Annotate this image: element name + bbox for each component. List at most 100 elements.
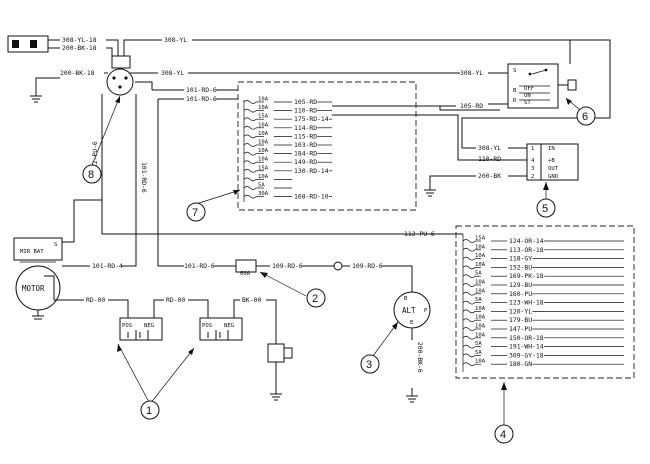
panel7-wire-label: 105-RD (294, 98, 317, 106)
fuse-panel-7 (237, 81, 417, 211)
panel4-fuse-rating: 10A (475, 324, 486, 330)
wire-label-200-bk-18: 200-BK-18 (62, 44, 97, 52)
callout-4: 4 (500, 429, 506, 441)
wire-label-101-rd-4: 101-RD-4 (92, 262, 123, 270)
panel7-fuse-rating: 10A (258, 140, 269, 146)
panel4-fuse-rating: 10A (475, 332, 486, 338)
panel4-wire-label: 118-GY (509, 255, 532, 263)
wire-label-relay-308-yl: 308-YL (478, 144, 501, 152)
panel7-fuse-rating: 5A (258, 183, 265, 189)
panel7-wire-label: 115-RD (294, 132, 317, 140)
callout-leaders (91, 95, 581, 426)
panel7-fuse-rating: 15A (258, 114, 269, 120)
wire-label-101-rd-6-c: 101-RD-6 (184, 262, 215, 270)
panel7-fuse-row: 10A 105-RD (243, 97, 332, 106)
panel4-fuse-rating: 5A (475, 350, 482, 356)
key-switch-6: S B R OFF ON ST (507, 63, 577, 109)
panel4-wire-label: 129-BU (509, 281, 532, 289)
panel7-fuse-rating: 10A (258, 157, 269, 163)
panel7-wire-label: 175-RD-14 (294, 115, 329, 123)
callout-1: 1 (146, 405, 152, 417)
panel4-fuse-row: 5A 309-GY-18 (462, 350, 624, 359)
panel7-fuse-row: 5A (243, 183, 292, 190)
panel4-wire-label: 309-GY-18 (509, 351, 544, 359)
panel7-fuse-row: 10A 115-RD (243, 131, 332, 140)
wire-label-200-bk-6: 200-BK-6 (416, 342, 424, 373)
panel7-fuse-rating: 15A (258, 165, 269, 171)
callout-5: 5 (542, 203, 548, 215)
panel4-fuse-rating: 5A (475, 271, 482, 277)
callout-circles (82, 106, 596, 444)
panel7-fuse-row: 10A 103-RD (243, 140, 332, 149)
motor-terminal-s: S (54, 242, 57, 248)
battery-1a-neg: NEG (144, 323, 155, 329)
battery-disconnect (267, 343, 293, 363)
panel4-fuse-rating: 15A (475, 236, 486, 242)
panel7-wire-label: 184-RD (294, 150, 317, 158)
battery-1a-pos: POS (122, 323, 132, 329)
relay-terminal-label: +B (548, 158, 555, 164)
panel4-fuse-row: 10A 129-BU (462, 280, 624, 289)
fuse-panel-4 (455, 225, 635, 379)
starter-motor (13, 237, 63, 320)
panel4-fuse-rating: 10A (475, 244, 486, 250)
wire-label-112-pu-6-vertical: 112-PU-6 (91, 141, 99, 172)
wire-label-101-rd-6-a: 101-RD-6 (186, 86, 217, 94)
relay-terminal-label: GND (548, 174, 559, 180)
relay-pin-number: 2 (531, 174, 534, 180)
panel4-fuse-row: 10A 120-YL (462, 306, 624, 315)
key-pos-st: ST (524, 100, 531, 106)
panel7-fuse-rating: 10A (258, 122, 269, 128)
battery-1b-pos: POS (202, 323, 212, 329)
panel4-fuse-rating: 5A (475, 341, 482, 347)
panel4-fuse-rating: 10A (475, 315, 486, 321)
panel7-fuse-row: 15A 130-RD-14 (243, 165, 332, 175)
panel4-wire-label: 180-GN (509, 360, 532, 368)
main-fuse-rating: 60A (240, 271, 251, 277)
panel4-fuse-rating: 10A (475, 306, 486, 312)
callout-3: 3 (366, 359, 372, 371)
battery-1a (119, 317, 163, 341)
wire-label-101-rd-6-b: 101-RD-6 (186, 95, 217, 103)
wire-label-109-rd-6-a: 109-RD-6 (272, 262, 303, 270)
wire-label-rd-00-b: RD-00 (166, 296, 185, 304)
panel7-fuse-rating: 10A (258, 97, 269, 103)
panel7-fuse-rating: 30A (258, 191, 269, 197)
key-pos-on: ON (524, 93, 531, 99)
relay-pin-number: 1 (531, 146, 534, 152)
panel7-wire-label: 149-RD (294, 158, 317, 166)
panel4-fuse-rating: 10A (475, 288, 486, 294)
panel7-wire-label: 130-RD-14 (294, 167, 329, 175)
panel4-fuse-rating: 10A (475, 262, 486, 268)
alternator-e: E (410, 320, 414, 326)
wire-label-rd-00-a: RD-00 (86, 296, 105, 304)
alternator-label: ALT (402, 306, 416, 315)
wire-label-308-yl-top: 308-YL (164, 36, 187, 44)
alternator-b: B (404, 296, 408, 302)
panel7-fuse-rating: 10A (258, 131, 269, 137)
relay-terminal-label: IN (548, 146, 555, 152)
battery-1b-neg: NEG (224, 323, 235, 329)
panel4-fuse-row: 15A 124-OR-14 (462, 236, 624, 245)
panel4-wire-label: 120-YL (509, 307, 532, 315)
relay-pin-number: 4 (531, 158, 535, 164)
panel4-fuse-rating: 10A (475, 280, 486, 286)
key-terminal-b: B (513, 88, 517, 94)
wire-label-key-308-yl: 308-YL (460, 69, 483, 77)
panel7-wire-label: 103-RD (294, 141, 317, 149)
wire-label-200-bk-18-b: 200-BK-18 (60, 69, 95, 77)
panel4-wire-label: 150-OR-18 (509, 334, 544, 342)
panel4-wire-label: 124-OR-14 (509, 237, 544, 245)
alternator-p: P (424, 308, 428, 314)
